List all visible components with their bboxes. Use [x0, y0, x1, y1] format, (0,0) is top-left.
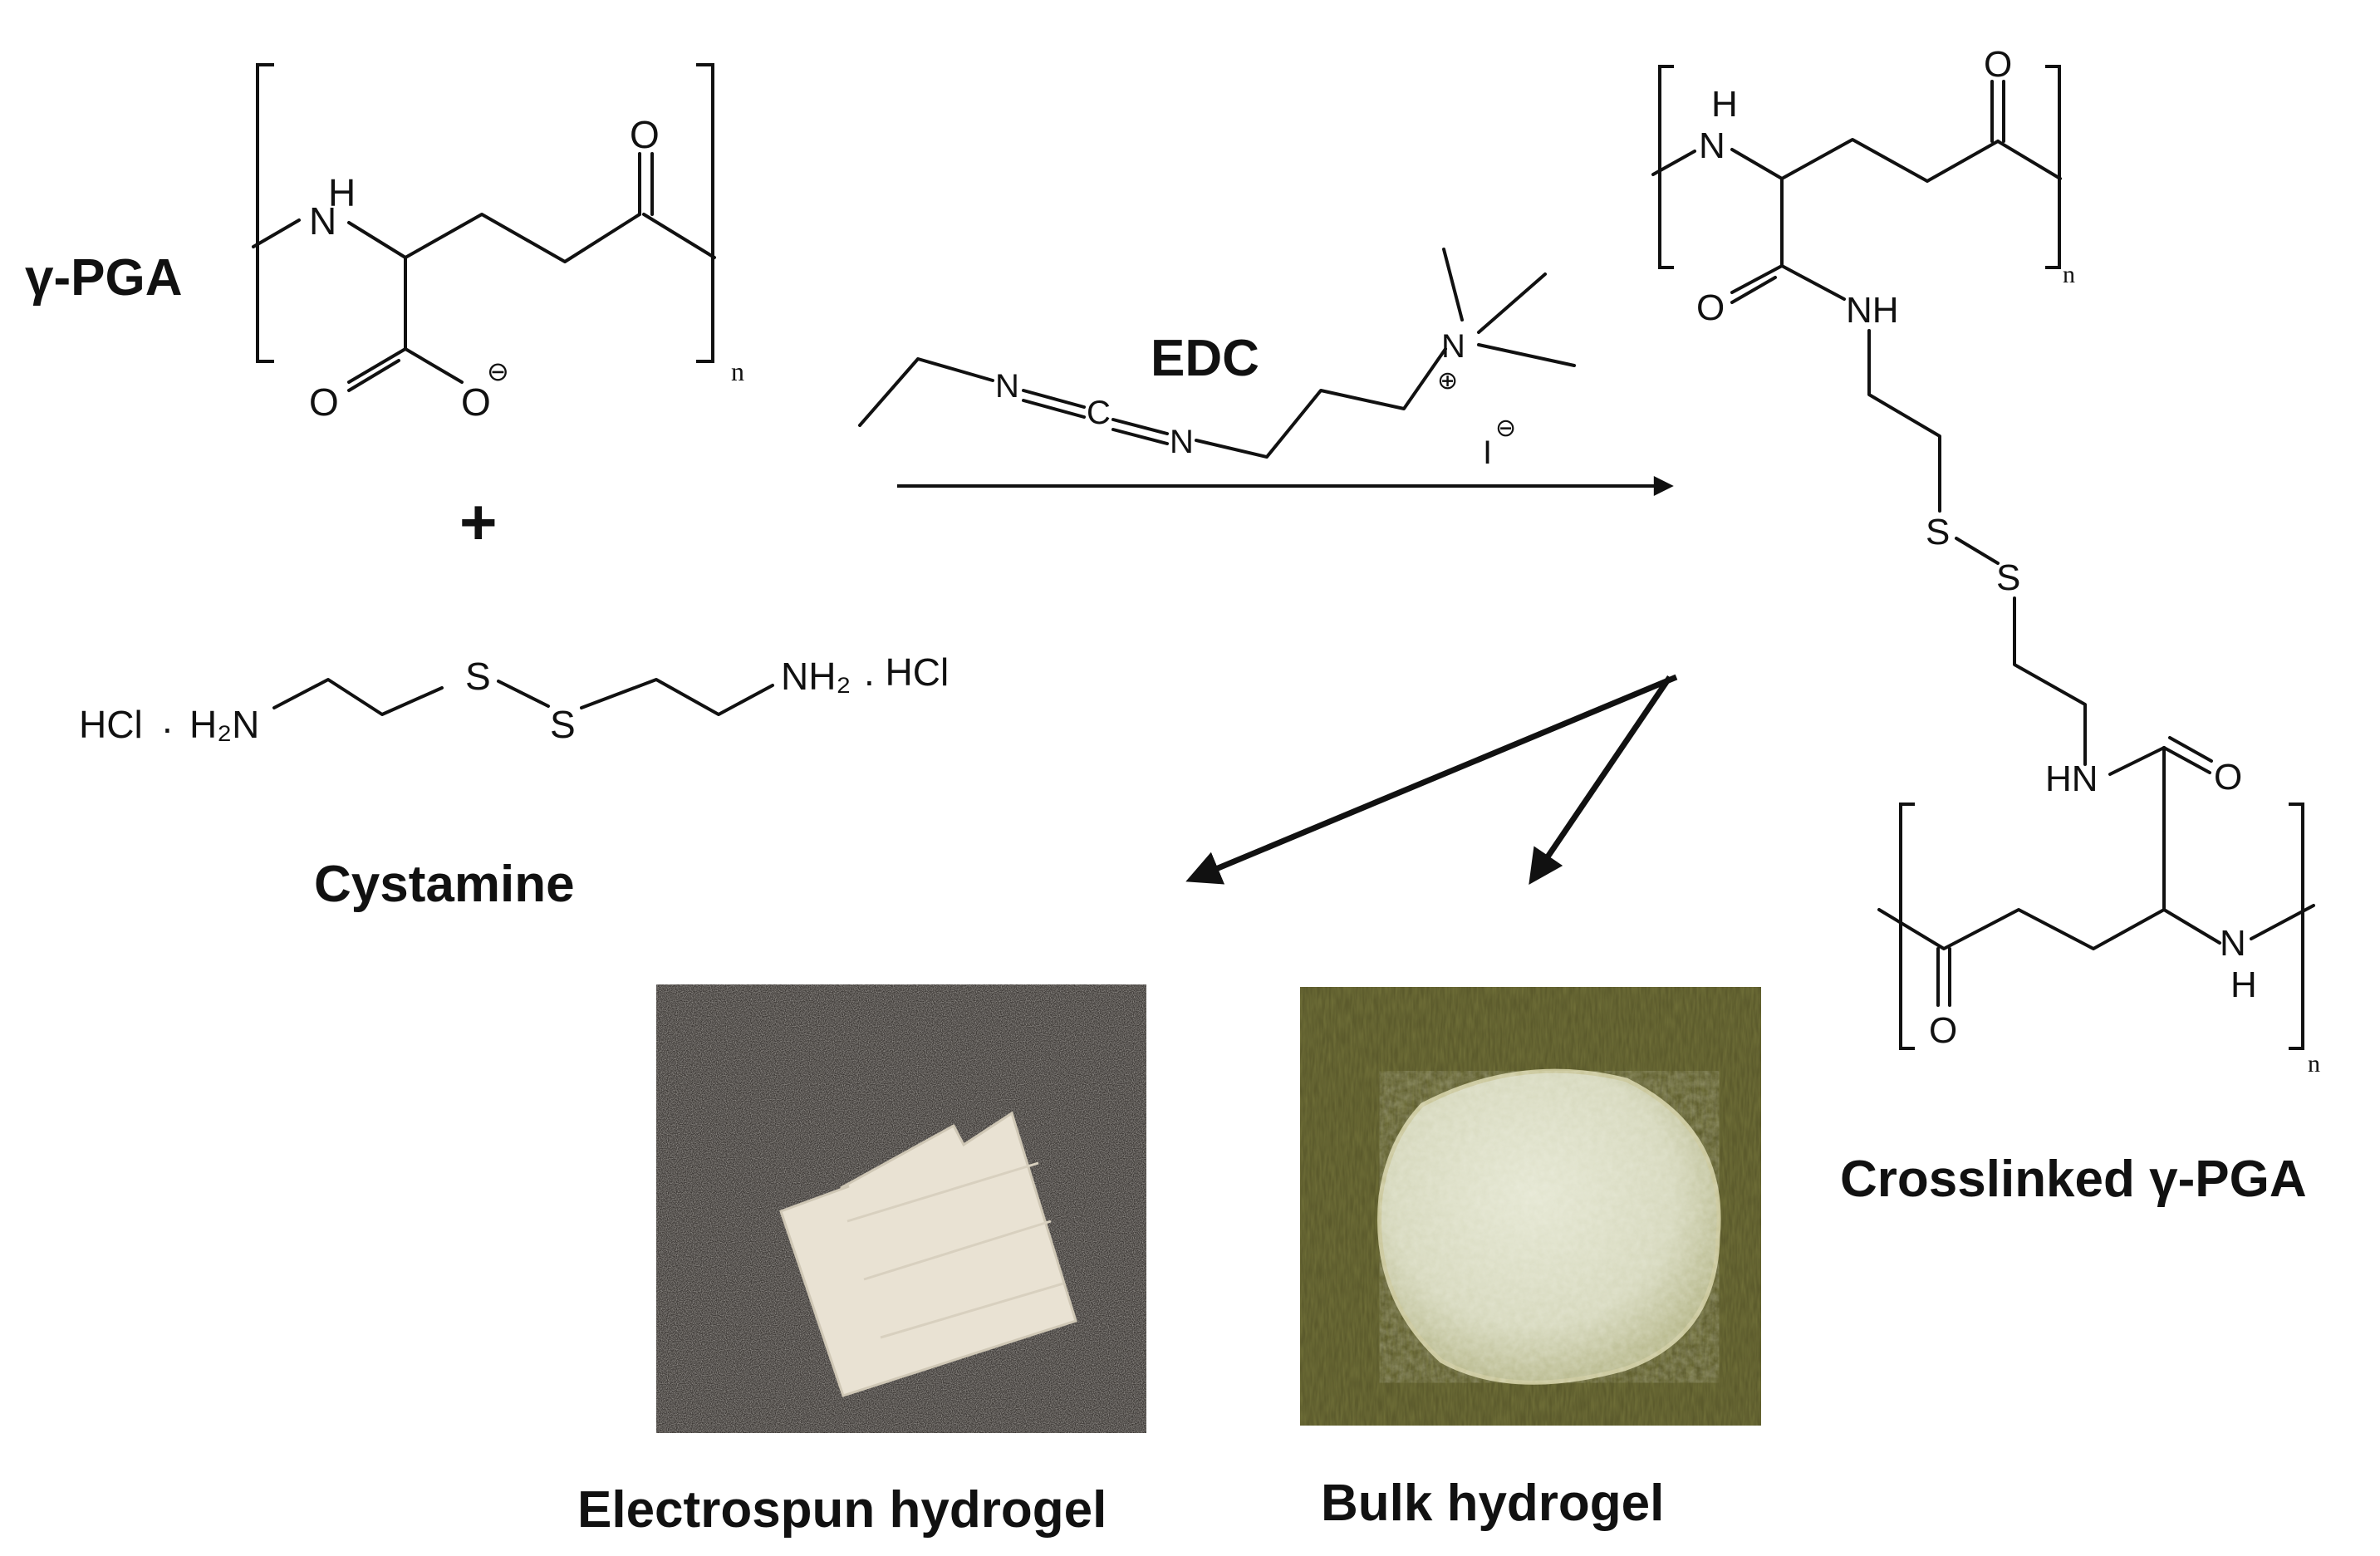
- cystamine-h2n: H₂N: [189, 703, 259, 746]
- pga-atom-O-left: O: [309, 380, 339, 424]
- xl-top-n: n: [2063, 261, 2075, 288]
- edc-plus-charge: ⊕: [1437, 367, 1458, 395]
- cystamine-hcl-right: . HCl: [864, 650, 949, 694]
- xl-bottom-amide-single: [2108, 746, 2166, 776]
- xl-bottom-amide-double: [2162, 736, 2213, 774]
- cystamine-dot-left: .: [162, 698, 173, 741]
- xl-bottom-backbone: [1877, 908, 2221, 950]
- pga-carbonyl-double: [638, 152, 654, 216]
- xl-top-atom-N: N: [1699, 125, 1725, 166]
- xl-bottom-amide-O: O: [2214, 757, 2242, 798]
- pga-carboxyl-double: [347, 347, 407, 392]
- pga-n-subscript: n: [731, 356, 744, 386]
- pga-atom-N: N: [309, 199, 336, 243]
- edc-atom-N1: N: [995, 368, 1019, 405]
- edc-atom-C: C: [1087, 395, 1111, 431]
- xl-bottom-backbone-wrap: [1877, 872, 2318, 914]
- pga-minus-charge: ⊖: [487, 356, 509, 386]
- xl-atom-S2: S: [1996, 557, 2020, 598]
- xl-bottom-bracket-right: [2289, 803, 2304, 1050]
- edc-iodide-minus: ⊖: [1495, 415, 1516, 442]
- xl-top-bond-right: [1996, 140, 2062, 180]
- electrospun-photo: Electrospun hydrogel: [577, 984, 1146, 1539]
- edc-structure: N C N N ⊕ I ⊖ EDC: [858, 248, 1576, 471]
- cystamine-chain-left: [272, 678, 444, 716]
- xl-bottom-carbonyl: [1936, 947, 1951, 1007]
- xl-bottom-bond-right: [2250, 904, 2315, 940]
- xl-bottom-atom-H: H: [2230, 965, 2257, 1005]
- arrow-to-bulk: [1529, 675, 1672, 885]
- plus-sign: +: [459, 485, 498, 558]
- cystamine-disulfide: [497, 680, 550, 708]
- pga-bond-right: [642, 213, 716, 259]
- pga-bracket-right: [696, 63, 714, 363]
- edc-label: EDC: [1151, 330, 1259, 387]
- edc-ethyl: [858, 357, 994, 427]
- crosslinked-label: Crosslinked γ-PGA: [1840, 1151, 2307, 1208]
- bulk-photo: Bulk hydrogel: [1300, 987, 1761, 1532]
- xl-top-carbonyl: [1990, 80, 2005, 143]
- xl-top-amide-NH: NH: [1846, 290, 1899, 331]
- xl-top-amide-double: [1730, 264, 1784, 304]
- xl-bottom-amide-HN: HN: [2045, 758, 2098, 799]
- pga-bond-left: [252, 218, 301, 248]
- xl-top-atom-H: H: [1711, 84, 1738, 125]
- xl-atom-S1: S: [1926, 512, 1950, 552]
- pga-carboxyl-single: [404, 347, 464, 384]
- xl-top-bracket-right: [2045, 65, 2061, 269]
- pga-structure: γ-PGA n H N O O O ⊖: [25, 63, 744, 424]
- cystamine-chain-right: [580, 678, 774, 716]
- pga-atom-H: H: [328, 171, 356, 214]
- xl-top-amide-single: [1780, 264, 1846, 301]
- xl-top-amide-O: O: [1696, 287, 1725, 328]
- electrospun-label: Electrospun hydrogel: [577, 1481, 1107, 1539]
- pga-atom-O-top: O: [630, 113, 660, 156]
- bulk-disc-texture: [1379, 1071, 1720, 1383]
- xl-top-atom-O: O: [1984, 44, 2012, 85]
- edc-atom-N3: N: [1441, 328, 1465, 365]
- cystamine-hcl-left: HCl: [79, 703, 143, 746]
- pga-bracket-left: [256, 63, 274, 363]
- pga-atom-O-right: O: [461, 380, 491, 424]
- xl-linker-upper: [1867, 329, 1941, 513]
- xl-top-backbone: [1730, 138, 2000, 183]
- electrospun-sheet: [779, 1111, 1077, 1397]
- xl-bottom-n: n: [2308, 1050, 2320, 1077]
- xl-disulfide: [1955, 537, 2000, 565]
- xl-bottom-bracket-left: [1899, 803, 1915, 1050]
- cystamine-atom-S2: S: [550, 703, 576, 746]
- edc-iodide: I: [1483, 434, 1492, 471]
- xl-bottom-atom-O: O: [1929, 1010, 1957, 1051]
- cystamine-structure: HCl . H₂N S S NH₂ . HCl Cystamine: [79, 650, 949, 913]
- arrow-to-electrospun: [1185, 674, 1678, 885]
- cystamine-atom-S1: S: [465, 655, 491, 698]
- pga-backbone: [347, 213, 641, 263]
- xl-top-bond-left: [1651, 150, 1696, 176]
- edc-n-c-double: [1022, 389, 1086, 419]
- cystamine-nh2: NH₂: [781, 655, 851, 698]
- xl-bottom-atom-N: N: [2220, 923, 2246, 964]
- edc-propyl: [1195, 347, 1447, 459]
- edc-c-n-double: [1111, 418, 1169, 445]
- crosslinked-structure: n H N O O NH S S HN O n O N H: [1651, 44, 2320, 1208]
- pga-label: γ-PGA: [25, 249, 182, 307]
- edc-methyls: [1442, 248, 1576, 367]
- bulk-label: Bulk hydrogel: [1321, 1475, 1664, 1532]
- xl-top-bracket-left: [1658, 65, 1674, 269]
- electrospun-sheet-striations: [846, 1161, 1064, 1339]
- xl-linker-lower: [2013, 596, 2087, 766]
- cystamine-label: Cystamine: [314, 856, 575, 913]
- edc-atom-N2: N: [1170, 424, 1194, 460]
